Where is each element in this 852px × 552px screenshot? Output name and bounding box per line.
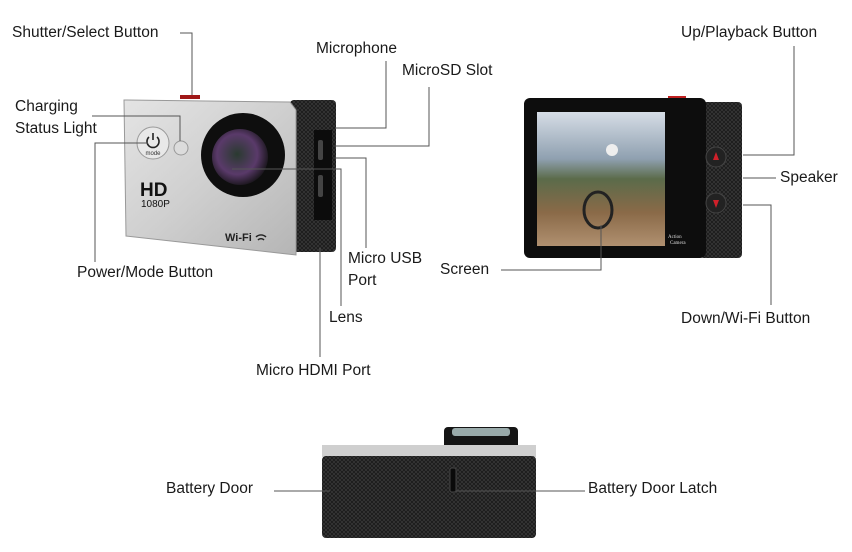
label-screen: Screen — [440, 261, 490, 278]
label-battery-door: Battery Door — [166, 480, 254, 497]
leader-screen — [501, 225, 602, 271]
wifi-marking: Wi-Fi — [225, 232, 252, 244]
wifi-icon — [255, 234, 267, 241]
label-micro-usb-line2: Port — [348, 272, 377, 289]
mode-marking: mode — [145, 151, 161, 157]
resolution-marking: 1080P — [141, 199, 170, 210]
screen — [537, 112, 665, 246]
micro-hdmi-port — [318, 175, 323, 197]
label-battery-door-latch: Battery Door Latch — [588, 480, 718, 497]
leader-lines — [92, 32, 795, 492]
leader-down-wifi — [743, 204, 772, 305]
camera-side-grip — [700, 102, 742, 258]
power-icon — [146, 133, 160, 149]
label-down-wifi-button: Down/Wi-Fi Button — [681, 310, 811, 327]
label-charging-line2: Status Light — [15, 120, 97, 137]
leader-shutter — [180, 32, 193, 95]
front-camera: mode HD 1080P Wi-Fi — [123, 95, 336, 256]
label-lens: Lens — [329, 309, 363, 326]
lens-glass — [452, 428, 510, 436]
hd-marking: HD — [140, 180, 167, 201]
down-arrow-icon — [713, 200, 719, 208]
leader-lens — [232, 168, 342, 306]
up-arrow-icon — [713, 152, 719, 160]
screen-brand-2: Camera — [670, 241, 686, 246]
label-power-mode-button: Power/Mode Button — [77, 264, 214, 281]
leader-microsd — [335, 87, 430, 147]
label-micro-hdmi-port: Micro HDMI Port — [256, 362, 371, 379]
bottom-camera — [322, 427, 536, 538]
screen-brand-1: Action — [668, 235, 682, 240]
silver-edge — [322, 445, 536, 457]
charging-status-light — [173, 140, 189, 156]
leader-charging — [92, 115, 181, 141]
micro-usb-port — [318, 140, 323, 160]
label-charging-line1: Charging — [15, 98, 78, 115]
shutter-button — [180, 95, 200, 99]
leader-power — [94, 142, 148, 262]
leader-micro-usb — [335, 157, 367, 248]
battery-door-latch — [449, 467, 457, 493]
leader-up-playback — [743, 46, 795, 156]
label-speaker: Speaker — [780, 169, 838, 186]
label-up-playback-button: Up/Playback Button — [681, 24, 818, 41]
label-microphone: Microphone — [316, 40, 397, 57]
label-shutter-select-button: Shutter/Select Button — [12, 24, 159, 41]
battery-door — [322, 456, 536, 538]
screen-image-wheel — [582, 190, 614, 230]
label-micro-usb-line1: Micro USB — [348, 250, 423, 267]
leader-microphone — [335, 61, 387, 129]
screen-image-rider — [606, 144, 618, 156]
lens — [212, 129, 268, 185]
back-camera: Action Camera — [524, 96, 742, 258]
label-microsd-slot: MicroSD Slot — [402, 62, 493, 79]
